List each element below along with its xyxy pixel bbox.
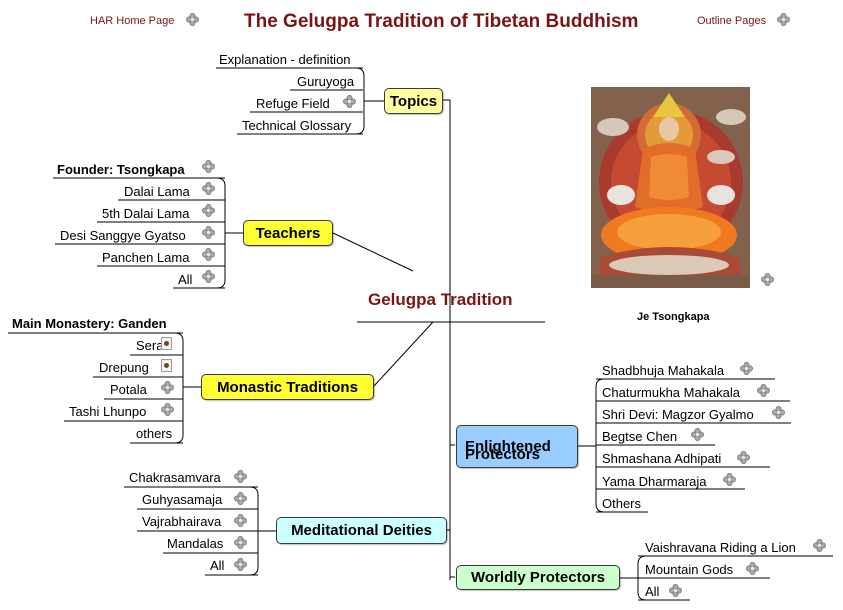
four-petal-link-icon[interactable] <box>234 536 247 549</box>
teacher-all-link[interactable]: All <box>178 272 193 287</box>
protector-shri-devi-link[interactable]: Shri Devi: Magzor Gyalmo <box>602 407 754 422</box>
protector-chaturmukha-link[interactable]: Chaturmukha Mahakala <box>602 385 741 400</box>
tsongkapa-painting[interactable] <box>591 87 750 288</box>
four-petal-link-icon[interactable] <box>161 381 174 394</box>
monastery-tashi-lhunpo-link[interactable]: Tashi Lhunpo <box>69 404 147 419</box>
deity-guhyasamaja-link[interactable]: Guhyasamaja <box>142 492 223 507</box>
topic-guruyoga-link[interactable]: Guruyoga <box>297 74 355 89</box>
image-caption: Je Tsongkapa <box>637 311 710 323</box>
deity-mandalas-link[interactable]: Mandalas <box>167 536 224 551</box>
har-home-link[interactable]: HAR Home Page <box>90 15 175 27</box>
protector-others-link[interactable]: Others <box>602 496 642 511</box>
four-petal-link-icon[interactable] <box>186 13 199 26</box>
teachers-node[interactable]: Teachers <box>243 220 333 246</box>
monastic-traditions-node[interactable]: Monastic Traditions <box>201 374 374 400</box>
four-petal-link-icon[interactable] <box>772 406 785 419</box>
teacher-5th-dalai-lama-link[interactable]: 5th Dalai Lama <box>102 206 190 221</box>
four-petal-link-icon[interactable] <box>740 362 753 375</box>
four-petal-link-icon[interactable] <box>813 539 826 552</box>
document-icon[interactable] <box>161 337 172 350</box>
four-petal-link-icon[interactable] <box>234 558 247 571</box>
enlightened-label-line-1: Enlightened <box>465 437 551 455</box>
topic-technical-glossary-link[interactable]: Technical Glossary <box>242 118 352 133</box>
four-petal-link-icon[interactable] <box>746 562 759 575</box>
four-petal-link-icon[interactable] <box>202 182 215 195</box>
four-petal-link-icon[interactable] <box>691 428 704 441</box>
four-petal-link-icon[interactable] <box>202 248 215 261</box>
center-topic[interactable]: Gelugpa Tradition <box>368 290 513 309</box>
deity-all-link[interactable]: All <box>210 558 225 573</box>
topic-refuge-field-link[interactable]: Refuge Field <box>256 96 330 111</box>
protector-yama-link[interactable]: Yama Dharmaraja <box>602 474 707 489</box>
deity-chakrasamvara-link[interactable]: Chakrasamvara <box>129 470 221 485</box>
four-petal-link-icon[interactable] <box>234 514 247 527</box>
four-petal-link-icon[interactable] <box>761 273 774 286</box>
four-petal-link-icon[interactable] <box>669 584 682 597</box>
teacher-panchen-lama-link[interactable]: Panchen Lama <box>102 250 190 265</box>
four-petal-link-icon[interactable] <box>202 226 215 239</box>
monastery-others-link[interactable]: others <box>136 426 173 441</box>
four-petal-link-icon[interactable] <box>234 492 247 505</box>
four-petal-link-icon[interactable] <box>737 451 750 464</box>
teacher-dalai-lama-link[interactable]: Dalai Lama <box>124 184 190 199</box>
enlightened-protectors-node[interactable]: Enlightened <box>456 425 578 468</box>
monastery-drepung-link[interactable]: Drepung <box>99 360 149 375</box>
four-petal-link-icon[interactable] <box>723 473 736 486</box>
four-petal-link-icon[interactable] <box>161 403 174 416</box>
worldly-protectors-node[interactable]: Worldly Protectors <box>456 565 620 590</box>
four-petal-link-icon[interactable] <box>202 160 215 173</box>
four-petal-link-icon[interactable] <box>202 204 215 217</box>
meditational-deities-node[interactable]: Meditational Deities <box>276 517 447 544</box>
monastery-sera-link[interactable]: Sera <box>136 338 164 353</box>
deity-vajrabhairava-link[interactable]: Vajrabhairava <box>142 514 222 529</box>
protector-shmashana-link[interactable]: Shmashana Adhipati <box>602 451 722 466</box>
topics-node[interactable]: Topics <box>384 88 443 114</box>
four-petal-link-icon[interactable] <box>777 13 790 26</box>
four-petal-link-icon[interactable] <box>202 270 215 283</box>
page-title: The Gelugpa Tradition of Tibetan Buddhis… <box>244 11 639 32</box>
teacher-founder-link[interactable]: Founder: Tsongkapa <box>57 162 185 177</box>
four-petal-link-icon[interactable] <box>234 470 247 483</box>
worldly-vaishravana-link[interactable]: Vaishravana Riding a Lion <box>645 540 796 555</box>
protector-shadbhuja-link[interactable]: Shadbhuja Mahakala <box>602 363 725 378</box>
topic-explanation-link[interactable]: Explanation - definition <box>219 52 351 67</box>
teacher-desi-sanggye-gyatso-link[interactable]: Desi Sanggye Gyatso <box>60 228 186 243</box>
protector-begtse-chen-link[interactable]: Begtse Chen <box>602 429 678 444</box>
document-icon[interactable] <box>161 359 172 372</box>
monastery-ganden-link[interactable]: Main Monastery: Ganden <box>12 316 167 331</box>
worldly-mountain-gods-link[interactable]: Mountain Gods <box>645 562 734 577</box>
monastery-potala-link[interactable]: Potala <box>110 382 147 397</box>
outline-pages-link[interactable]: Outline Pages <box>697 15 767 27</box>
four-petal-link-icon[interactable] <box>757 384 770 397</box>
four-petal-link-icon[interactable] <box>343 95 356 108</box>
enlightened-label-line-2: Protectors <box>465 446 541 463</box>
worldly-all-link[interactable]: All <box>645 584 660 599</box>
